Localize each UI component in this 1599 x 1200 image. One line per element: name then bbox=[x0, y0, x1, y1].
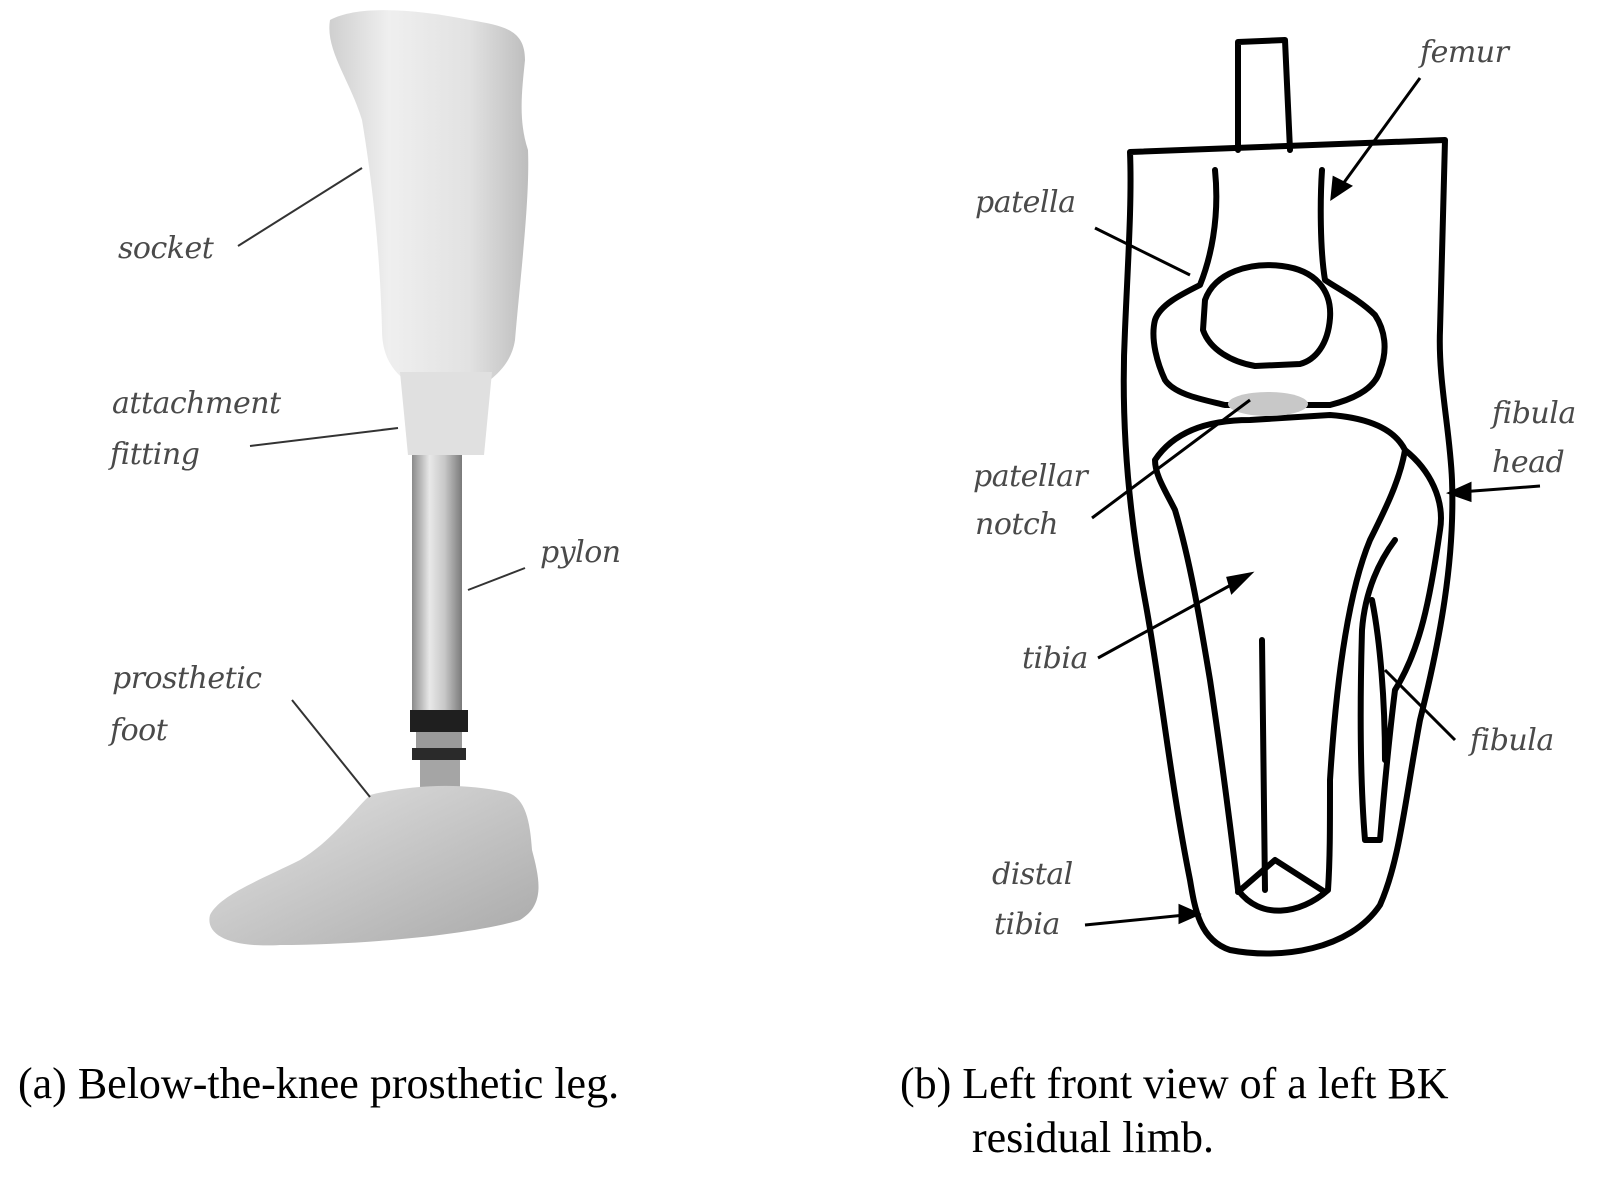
label-tibia: tibia bbox=[1022, 641, 1088, 676]
label-fibula-head-line2: head bbox=[1492, 445, 1565, 480]
label-patella: patella bbox=[975, 185, 1076, 220]
label-prosthetic-foot-line1: prosthetic bbox=[112, 661, 262, 696]
figure-a-prosthetic-leg: socket attachment fitting pylon prosthet… bbox=[0, 0, 800, 1040]
caption-figure-b-line1: (b) Left front view of a left BK bbox=[900, 1059, 1449, 1108]
caption-figure-b-line2: residual limb. bbox=[972, 1113, 1214, 1162]
label-patellar-notch-line2: notch bbox=[975, 507, 1059, 542]
figure-b-residual-limb: femur patella patellar notch fibula head… bbox=[800, 0, 1599, 1040]
label-distal-tibia-line2: tibia bbox=[994, 907, 1060, 942]
pylon-shape bbox=[412, 455, 462, 710]
attachment-fitting-shape bbox=[400, 372, 492, 455]
patellar-notch-shape bbox=[1228, 392, 1308, 416]
prosthetic-leg-illustration bbox=[209, 10, 539, 946]
socket-shape bbox=[329, 10, 529, 381]
label-fibula-head-line1: fibula bbox=[1492, 396, 1576, 431]
label-attachment-fitting-line1: attachment bbox=[112, 386, 281, 421]
caption-figure-a: (a) Below-the-knee prosthetic leg. bbox=[18, 1059, 620, 1108]
label-femur: femur bbox=[1420, 35, 1509, 70]
label-fibula: fibula bbox=[1470, 723, 1554, 758]
label-patellar-notch-line1: patellar bbox=[973, 459, 1088, 494]
label-distal-tibia-line1: distal bbox=[992, 857, 1073, 892]
label-pylon: pylon bbox=[540, 535, 621, 570]
prosthetic-foot-shape bbox=[209, 785, 539, 946]
label-socket: socket bbox=[118, 231, 214, 266]
label-attachment-fitting-line2: fitting bbox=[110, 437, 200, 472]
label-prosthetic-foot-line2: foot bbox=[110, 713, 168, 748]
residual-limb-diagram bbox=[1084, 37, 1541, 957]
